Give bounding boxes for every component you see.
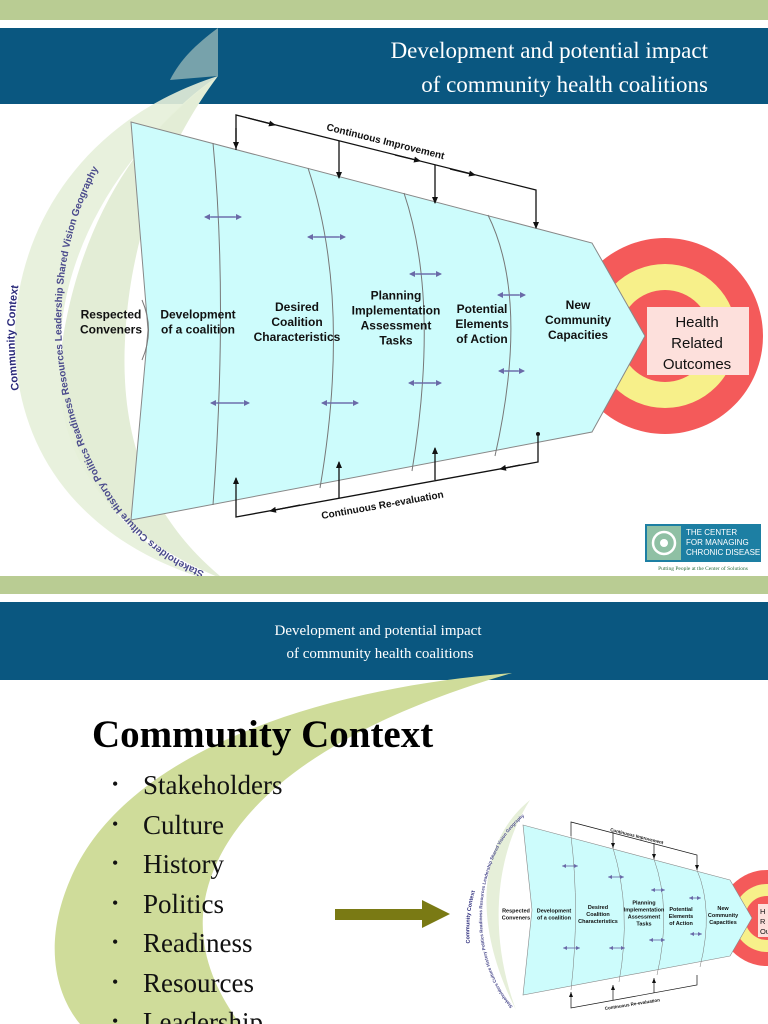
bullet-text: History: [143, 849, 224, 879]
bullet-text: Politics: [143, 888, 225, 919]
stage-divider-1: [212, 142, 221, 506]
logo-line-1: THE CENTER: [686, 528, 737, 537]
thumb-top-label: Continuous Improvement: [610, 827, 665, 845]
logo-tagline: Putting People at the Center of Solution…: [658, 565, 748, 572]
slide-2-title-bar: [0, 602, 768, 680]
bullet-dot-icon: •: [112, 932, 119, 952]
logo-line-2: FOR MANAGING: [686, 538, 749, 547]
top-accent-band: [0, 0, 768, 20]
bullet-item: • History: [112, 844, 282, 884]
stage-dividers: [141, 142, 512, 506]
thumb-funnel: [522, 824, 753, 996]
slide-2-title-line-1: Development and potential impact: [274, 623, 482, 639]
bullet-dot-icon: •: [112, 892, 119, 913]
bullet-item: • Leadership: [112, 1002, 282, 1024]
context-label-vertical: Community Context: [6, 284, 23, 392]
logo-line-3: CHRONIC DISEASE: [686, 548, 760, 557]
zoom-pointer-arrow: [335, 900, 450, 928]
slide-2-title-line-2: of community health coalitions: [286, 646, 473, 662]
big-context-crescent: [54, 673, 512, 1024]
bullet-dot-icon: •: [112, 1011, 119, 1024]
slide-title-line-2: of community health coalitions: [421, 72, 708, 97]
community-context-bullets: • Stakeholders • Culture • History • Politics • R…: [112, 765, 282, 1024]
thumbnail-diagram: Stakeholders Culture History Politics Re…: [465, 800, 768, 1011]
slide-title-line-1: Development and potential impact: [391, 38, 709, 63]
stage-divider-2: [307, 167, 334, 489]
logo-circle-icon: [651, 530, 677, 556]
bullet-item: • Politics: [112, 884, 282, 924]
community-context-heading: Community Context: [92, 713, 434, 756]
target-label-box: [647, 307, 749, 375]
title-bar: [0, 28, 768, 104]
bullet-item: • Readiness: [112, 923, 282, 963]
bullet-item: • Culture: [112, 805, 282, 845]
bidirectional-arrows: [204, 214, 526, 406]
stage-divider-4: [487, 214, 512, 457]
bullet-dot-icon: •: [112, 853, 119, 873]
slide-1: Development and potential impact of comm…: [0, 0, 768, 594]
bullet-dot-icon: •: [112, 774, 119, 794]
bullet-item: • Stakeholders: [112, 765, 282, 805]
cmcd-logo: THE CENTER FOR MANAGING CHRONIC DISEASE …: [645, 524, 761, 572]
bullet-text: Culture: [143, 809, 224, 840]
thumb-context-label: Community Context: [465, 890, 477, 944]
slide-1-bottom-band: [0, 576, 768, 594]
bullet-text: Resources: [143, 967, 254, 998]
bullet-text: Leadership: [143, 1007, 263, 1024]
stage-divider-3: [403, 192, 425, 472]
bullet-text: Readiness: [143, 928, 253, 958]
bullet-dot-icon: •: [112, 813, 119, 834]
bullet-text: Stakeholders: [143, 770, 283, 800]
bullet-dot-icon: •: [112, 971, 119, 992]
context-crescent: [59, 76, 226, 580]
bullet-item: • Resources: [112, 963, 282, 1003]
